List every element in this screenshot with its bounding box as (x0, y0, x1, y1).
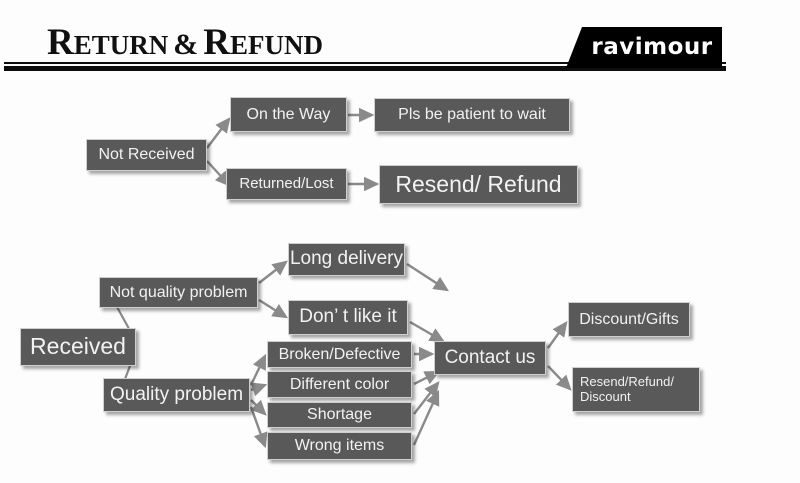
node-wrong-items[interactable]: Wrong items (267, 432, 412, 460)
node-broken-defective[interactable]: Broken/Defective (267, 341, 412, 368)
header-rule-thick (4, 66, 726, 71)
node-dont-like-it[interactable]: Don’ t like it (288, 300, 408, 335)
node-shortage[interactable]: Shortage (267, 402, 412, 428)
title-cap-r2: R (203, 22, 230, 63)
node-not-quality-problem[interactable]: Not quality problem (99, 277, 258, 308)
node-not-received[interactable]: Not Received (86, 139, 207, 171)
page-header: RETURN&REFUND ravimour (0, 0, 800, 82)
node-different-color[interactable]: Different color (267, 371, 412, 398)
node-contact-us[interactable]: Contact us (434, 341, 546, 375)
node-pls-be-patient-to-wait[interactable]: Pls be patient to wait (374, 98, 570, 132)
node-long-delivery[interactable]: Long delivery (288, 243, 405, 276)
page-title: RETURN&REFUND (47, 24, 323, 61)
title-smallcaps-eturn: ETURN (73, 30, 169, 60)
node-returned-lost[interactable]: Returned/Lost (226, 168, 347, 200)
node-on-the-way[interactable]: On the Way (230, 97, 347, 132)
node-quality-problem[interactable]: Quality problem (103, 378, 250, 412)
brand-logo-text: ravimour (591, 34, 713, 60)
title-cap-r1: R (47, 22, 74, 63)
node-resend-refund-discount[interactable]: Resend/Refund/ Discount (572, 367, 700, 412)
node-resend-refund[interactable]: Resend/ Refund (379, 165, 578, 204)
node-discount-gifts[interactable]: Discount/Gifts (568, 302, 690, 337)
header-rule-thin (4, 62, 726, 64)
brand-logo-banner (566, 27, 722, 68)
title-smallcaps-efund: EFUND (229, 30, 323, 60)
node-received[interactable]: Received (20, 328, 136, 366)
title-ampersand: & (173, 28, 199, 61)
